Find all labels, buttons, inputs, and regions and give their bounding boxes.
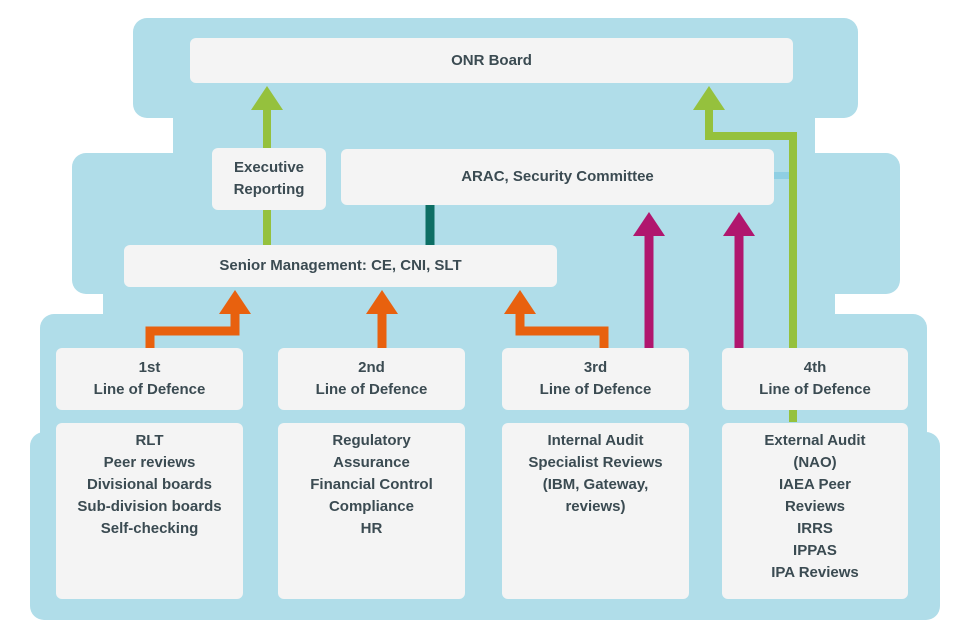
executive-reporting-line: Executive [233,159,305,176]
third-line-activities-box: Internal Audit Specialist Reviews (IBM, … [502,423,689,599]
lod-heading-line: Line of Defence [93,381,206,398]
activity-item: External Audit [764,432,866,449]
arac-security-committee-box: ARAC, Security Committee [341,149,774,205]
lod-heading-line: Line of Defence [315,381,428,398]
activity-item: IPPAS [793,542,837,559]
fourth-line-to-board-arrow-head [693,86,725,110]
second-line-activities-box: Regulatory Assurance Financial Control C… [278,423,465,599]
third-line-to-senior-arrow [504,290,609,348]
activity-item: IPA Reviews [771,564,859,581]
activity-item: Assurance [333,454,410,471]
activity-item: HR [360,520,383,537]
third-line-to-senior-arrow-line [515,312,609,348]
executive-reporting-line: Reporting [233,181,305,198]
executive-reporting-box: Executive Reporting [212,148,326,210]
activity-item: reviews) [565,498,626,515]
activity-item: (IBM, Gateway, [542,476,649,493]
activity-item: (NAO) [793,454,837,471]
onr-board-box: ONR Board [190,38,793,83]
fourth-line-to-committee-arrow-head [723,212,755,236]
arac-security-committee-label: ARAC, Security Committee [461,168,654,185]
second-line-of-defence-box: 2nd Line of Defence [278,348,465,410]
lod-heading-line: 3rd [583,359,608,376]
activity-item: Compliance [328,498,414,515]
first-line-to-senior-arrow-head [219,290,251,314]
senior-management-label: Senior Management: CE, CNI, SLT [219,257,462,274]
lod-heading-line: Line of Defence [539,381,652,398]
activity-item: Divisional boards [86,476,213,493]
third-line-to-senior-arrow-head [504,290,536,314]
lod-heading-line: 1st [138,359,161,376]
senior-management-box: Senior Management: CE, CNI, SLT [124,245,557,287]
third-line-to-committee-arrow [633,212,665,348]
fourth-line-of-defence-box: 4th Line of Defence [722,348,908,410]
onr-board-label: ONR Board [451,51,532,69]
second-line-to-senior-arrow [366,290,398,348]
activity-item: Specialist Reviews [528,454,663,471]
third-line-to-committee-arrow-head [633,212,665,236]
activity-item: Sub-division boards [77,498,222,515]
third-line-of-defence-box: 3rd Line of Defence [502,348,689,410]
lod-heading-line: 4th [803,359,827,376]
activity-item: Peer reviews [103,454,196,471]
first-line-to-senior-arrow-line [145,312,240,348]
lod-heading-line: Line of Defence [759,381,871,398]
activity-item: Self-checking [100,520,199,537]
activity-item: Internal Audit [547,432,644,449]
activity-item: Financial Control [310,476,433,493]
first-line-of-defence-box: 1st Line of Defence [56,348,243,410]
first-line-activities-box: RLT Peer reviews Divisional boards Sub-d… [56,423,243,599]
first-line-to-senior-arrow [145,290,251,348]
fourth-line-activities-box: External Audit (NAO) IAEA Peer Reviews I… [722,423,908,599]
fourth-line-to-board-arrow-line [705,108,797,422]
fourth-line-to-board-arrow [693,86,797,422]
activity-item: IAEA Peer [779,476,851,493]
second-line-to-senior-arrow-head [366,290,398,314]
committee-side-stub [774,172,789,179]
lod-heading-line: 2nd [358,359,385,376]
activity-item: RLT [135,432,164,449]
activity-item: IRRS [797,520,833,537]
activity-item: Reviews [784,498,846,515]
activity-item: Regulatory [332,432,411,449]
executive-reporting-arrow-head [251,86,283,110]
fourth-line-to-committee-arrow [723,212,755,348]
